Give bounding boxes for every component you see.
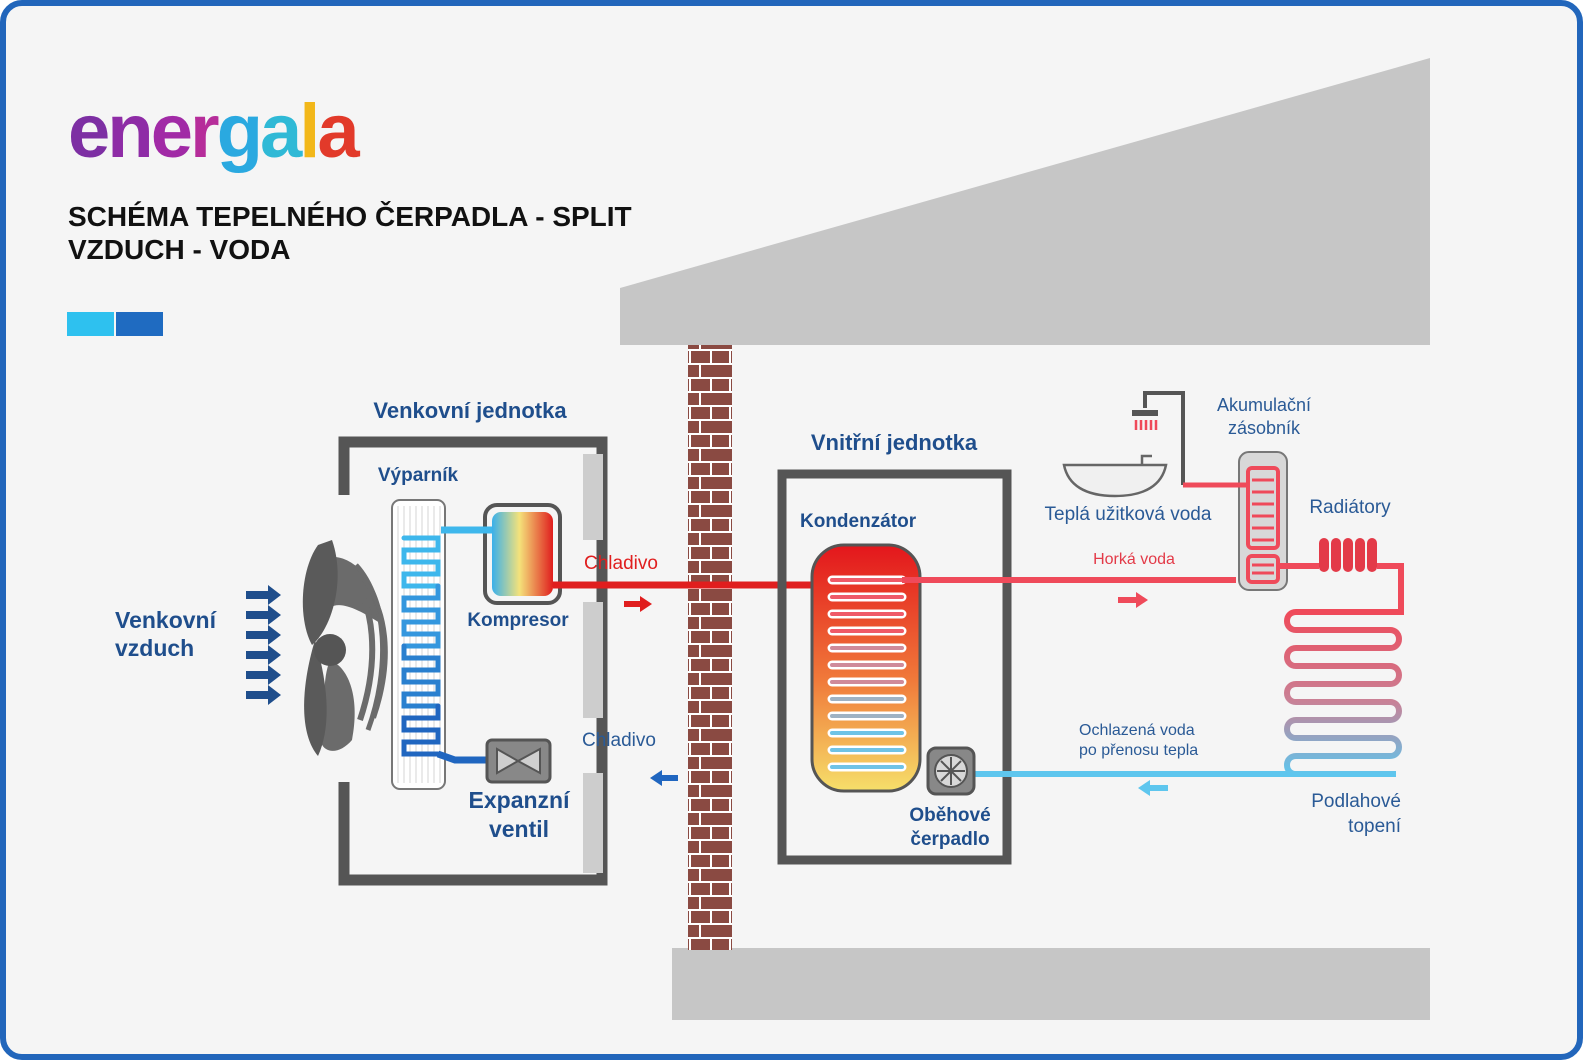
label-kompresor: Kompresor (467, 610, 569, 631)
label-chladivo-hot: Chladivo (584, 553, 658, 574)
logo-letter: r (190, 89, 220, 174)
expansion-valve-icon (485, 738, 552, 784)
legend-swatch-dark (116, 312, 163, 336)
label-ochlazena-2: po přenosu tepla (1079, 742, 1198, 759)
label-radiatory: Radiátory (1309, 497, 1391, 518)
shower-head-icon (1132, 410, 1158, 430)
label-obehove-2: čerpadlo (910, 829, 989, 850)
legend-swatch-light (67, 312, 114, 336)
evaporator-coil (391, 499, 446, 790)
outdoor-air-arrows (246, 585, 281, 705)
logo-letter: a (260, 89, 302, 174)
label-vnitrni-jednotka: Vnitřní jednotka (811, 430, 978, 455)
label-kondenzator: Kondenzátor (800, 511, 917, 532)
circulation-pump-icon (926, 746, 976, 796)
shower-pipe (1143, 391, 1185, 485)
label-expanzni-1: Expanzní (469, 787, 572, 813)
label-venkovni-vzduch-2: vzduch (115, 635, 194, 661)
label-akumulacni-1: Akumulační (1217, 395, 1311, 415)
cold-water-arrow (1138, 780, 1168, 796)
cold-flow-arrow (650, 770, 678, 786)
title-line-1: SCHÉMA TEPELNÉHO ČERPADLA - SPLIT (68, 201, 632, 232)
logo-letter: n (107, 89, 153, 174)
diagram-title: SCHÉMA TEPELNÉHO ČERPADLA - SPLIT VZDUCH… (68, 200, 632, 266)
radiator-to-floor-pipe (1296, 563, 1404, 615)
logo-letter: e (150, 89, 193, 174)
radiator-icon (1319, 538, 1377, 572)
label-horka-voda: Horká voda (1093, 551, 1175, 568)
vent-slot (583, 773, 603, 873)
label-tepla-voda: Teplá užitková voda (1045, 504, 1212, 525)
logo-letter: a (317, 89, 359, 174)
fan-icon (302, 540, 388, 756)
brick-wall (688, 345, 732, 950)
label-podlahove-2: topení (1348, 816, 1402, 837)
vent-slot (583, 602, 603, 718)
house-roof (620, 58, 1430, 345)
energala-logo: energala (68, 89, 360, 174)
title-line-2: VZDUCH - VODA (68, 234, 291, 265)
logo-letter: g (216, 89, 263, 174)
valve-to-evap-pipe (436, 750, 490, 764)
logo-letter: e (68, 89, 110, 174)
sink-icon (1062, 454, 1168, 498)
label-vyparnik: Výparník (378, 465, 459, 486)
label-venkovni-jednotka: Venkovní jednotka (373, 398, 567, 423)
label-expanzni-2: ventil (489, 816, 549, 842)
compressor-fill (492, 512, 553, 596)
indoor-unit-frame (777, 469, 1012, 865)
label-chladivo-cold: Chladivo (582, 730, 656, 751)
label-ochlazena-1: Ochlazená voda (1079, 722, 1195, 739)
label-obehove-1: Oběhové (909, 805, 990, 826)
vent-slot (583, 454, 603, 540)
label-podlahove-1: Podlahové (1311, 791, 1401, 812)
label-akumulacni-2: zásobník (1228, 418, 1301, 438)
floor-heating-coil (1284, 609, 1402, 777)
house-floor (672, 948, 1430, 1020)
tank-coil-upper (1246, 466, 1280, 550)
hot-flow-arrow (624, 596, 652, 612)
hot-water-arrow (1118, 592, 1148, 608)
logo-letter: l (299, 89, 320, 174)
label-venkovni-vzduch-1: Venkovní (115, 607, 218, 633)
